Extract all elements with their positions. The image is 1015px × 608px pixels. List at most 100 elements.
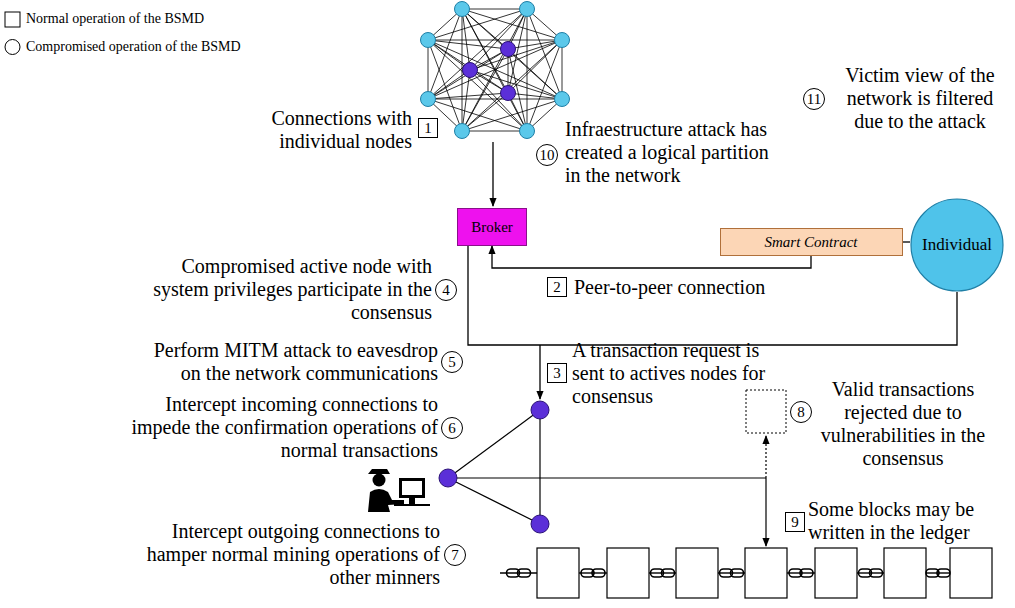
- annotation-text: Intercept outgoing connections to hamper…: [125, 520, 440, 589]
- edge-label: Peer-to-peer connection: [572, 276, 767, 299]
- node-text: Broker: [471, 219, 513, 236]
- chain-bar: [500, 572, 537, 573]
- normal-node: [421, 92, 436, 107]
- callout-number: 1: [418, 118, 438, 138]
- rejected-block: [746, 390, 786, 433]
- attacker-link: [448, 410, 540, 478]
- connector: [468, 246, 957, 345]
- normal-node: [555, 92, 570, 107]
- circle-fill: [911, 199, 1003, 291]
- normal-node: [455, 2, 470, 17]
- network-link: [428, 40, 429, 99]
- network-link: [562, 40, 563, 99]
- network-link: [428, 93, 508, 99]
- chain-link: [857, 569, 884, 577]
- ledger-block: [815, 548, 857, 598]
- chain-link: [926, 569, 950, 577]
- network-link: [428, 40, 508, 93]
- ledger-block: [676, 548, 718, 598]
- compromised-node: [439, 469, 457, 487]
- chain-bar: [579, 572, 607, 573]
- compromised-node: [501, 42, 516, 57]
- compromised-node: [531, 401, 549, 419]
- legend-square: [5, 12, 20, 27]
- network-link: [508, 93, 562, 99]
- callout-number: 5: [441, 351, 463, 373]
- callout-number: 2: [547, 277, 567, 297]
- callout-number: 9: [785, 512, 805, 532]
- rejected-arrow: [765, 436, 766, 478]
- chain-bar: [926, 572, 950, 573]
- normal-node: [520, 124, 535, 139]
- monitor-stand: [409, 498, 415, 504]
- ledger-block: [607, 548, 649, 598]
- annotation-text: Some blocks may be written in the ledger: [808, 498, 998, 544]
- write-arrow: [765, 478, 766, 546]
- callout-number: 6: [441, 417, 463, 439]
- network-link: [508, 49, 562, 99]
- callout-number: 4: [435, 279, 457, 301]
- network-arrow: [492, 142, 493, 206]
- annotation-text: A transaction request is sent to actives…: [572, 339, 787, 408]
- normal-node: [520, 2, 535, 17]
- request-arrow: [539, 345, 540, 399]
- legend-text: Normal operation of the BSMD: [26, 11, 204, 27]
- annotation-text: Intercept incoming connections to impede…: [128, 393, 438, 462]
- broker-box: Broker: [457, 208, 527, 246]
- connector: [903, 241, 911, 242]
- network-link: [462, 9, 508, 49]
- hacker-body: [368, 489, 404, 512]
- callout-number: 11: [803, 88, 825, 110]
- network-link: [428, 40, 562, 99]
- ledger-block: [537, 548, 579, 598]
- chain-link: [579, 569, 607, 577]
- network-graph: [421, 2, 570, 139]
- network-link: [428, 99, 562, 100]
- chain-link: [787, 569, 815, 577]
- hacker-head: [373, 474, 386, 487]
- network-link: [428, 40, 527, 131]
- normal-node: [421, 33, 436, 48]
- normal-node: [455, 124, 470, 139]
- individual-circle: Individual: [910, 198, 1004, 292]
- annotation-text: Infraestructure attack has created a log…: [565, 118, 783, 187]
- attacker-link: [448, 478, 540, 524]
- chain-bar: [787, 572, 815, 573]
- network-link: [428, 40, 562, 41]
- legend-text: Compromised operation of the BSMD: [26, 39, 241, 55]
- compromised-node: [501, 86, 516, 101]
- annotation-text: Compromised active node with system priv…: [140, 255, 432, 324]
- hacker-screen: [402, 481, 422, 495]
- annotation-text: Victim view of the network is filtered d…: [830, 64, 1010, 133]
- node-text: Smart Contract: [765, 234, 858, 251]
- attacker-link: [539, 410, 540, 524]
- normal-node: [555, 33, 570, 48]
- callout-number: 10: [536, 144, 558, 166]
- annotation-text: Connections with individual nodes: [242, 107, 412, 153]
- node-text: Individual: [922, 235, 992, 255]
- chain-link: [718, 569, 745, 577]
- network-link: [462, 93, 508, 131]
- compromised-node: [463, 63, 478, 78]
- blockchain: [500, 548, 992, 598]
- desk: [394, 504, 430, 506]
- annotation-text: Valid transactions rejected due to vulne…: [818, 378, 988, 470]
- chain-link: [500, 569, 537, 577]
- network-link: [462, 131, 527, 132]
- compromised-node: [531, 515, 549, 533]
- hacker-monitor: [399, 478, 425, 498]
- hacker-hat: [368, 469, 390, 474]
- chain-link: [649, 569, 676, 577]
- network-link: [428, 49, 508, 99]
- attacker-nodes: [439, 401, 766, 533]
- chain-bar: [718, 572, 745, 573]
- network-link: [527, 9, 528, 131]
- callout-number: 7: [444, 544, 466, 566]
- ledger-block: [745, 548, 787, 598]
- contract-box: Smart Contract: [720, 228, 903, 256]
- network-link: [462, 9, 470, 70]
- hacker-icon: [368, 469, 430, 512]
- callout-number: 8: [790, 401, 812, 423]
- network-link: [428, 40, 562, 99]
- attacker-line: [448, 477, 766, 478]
